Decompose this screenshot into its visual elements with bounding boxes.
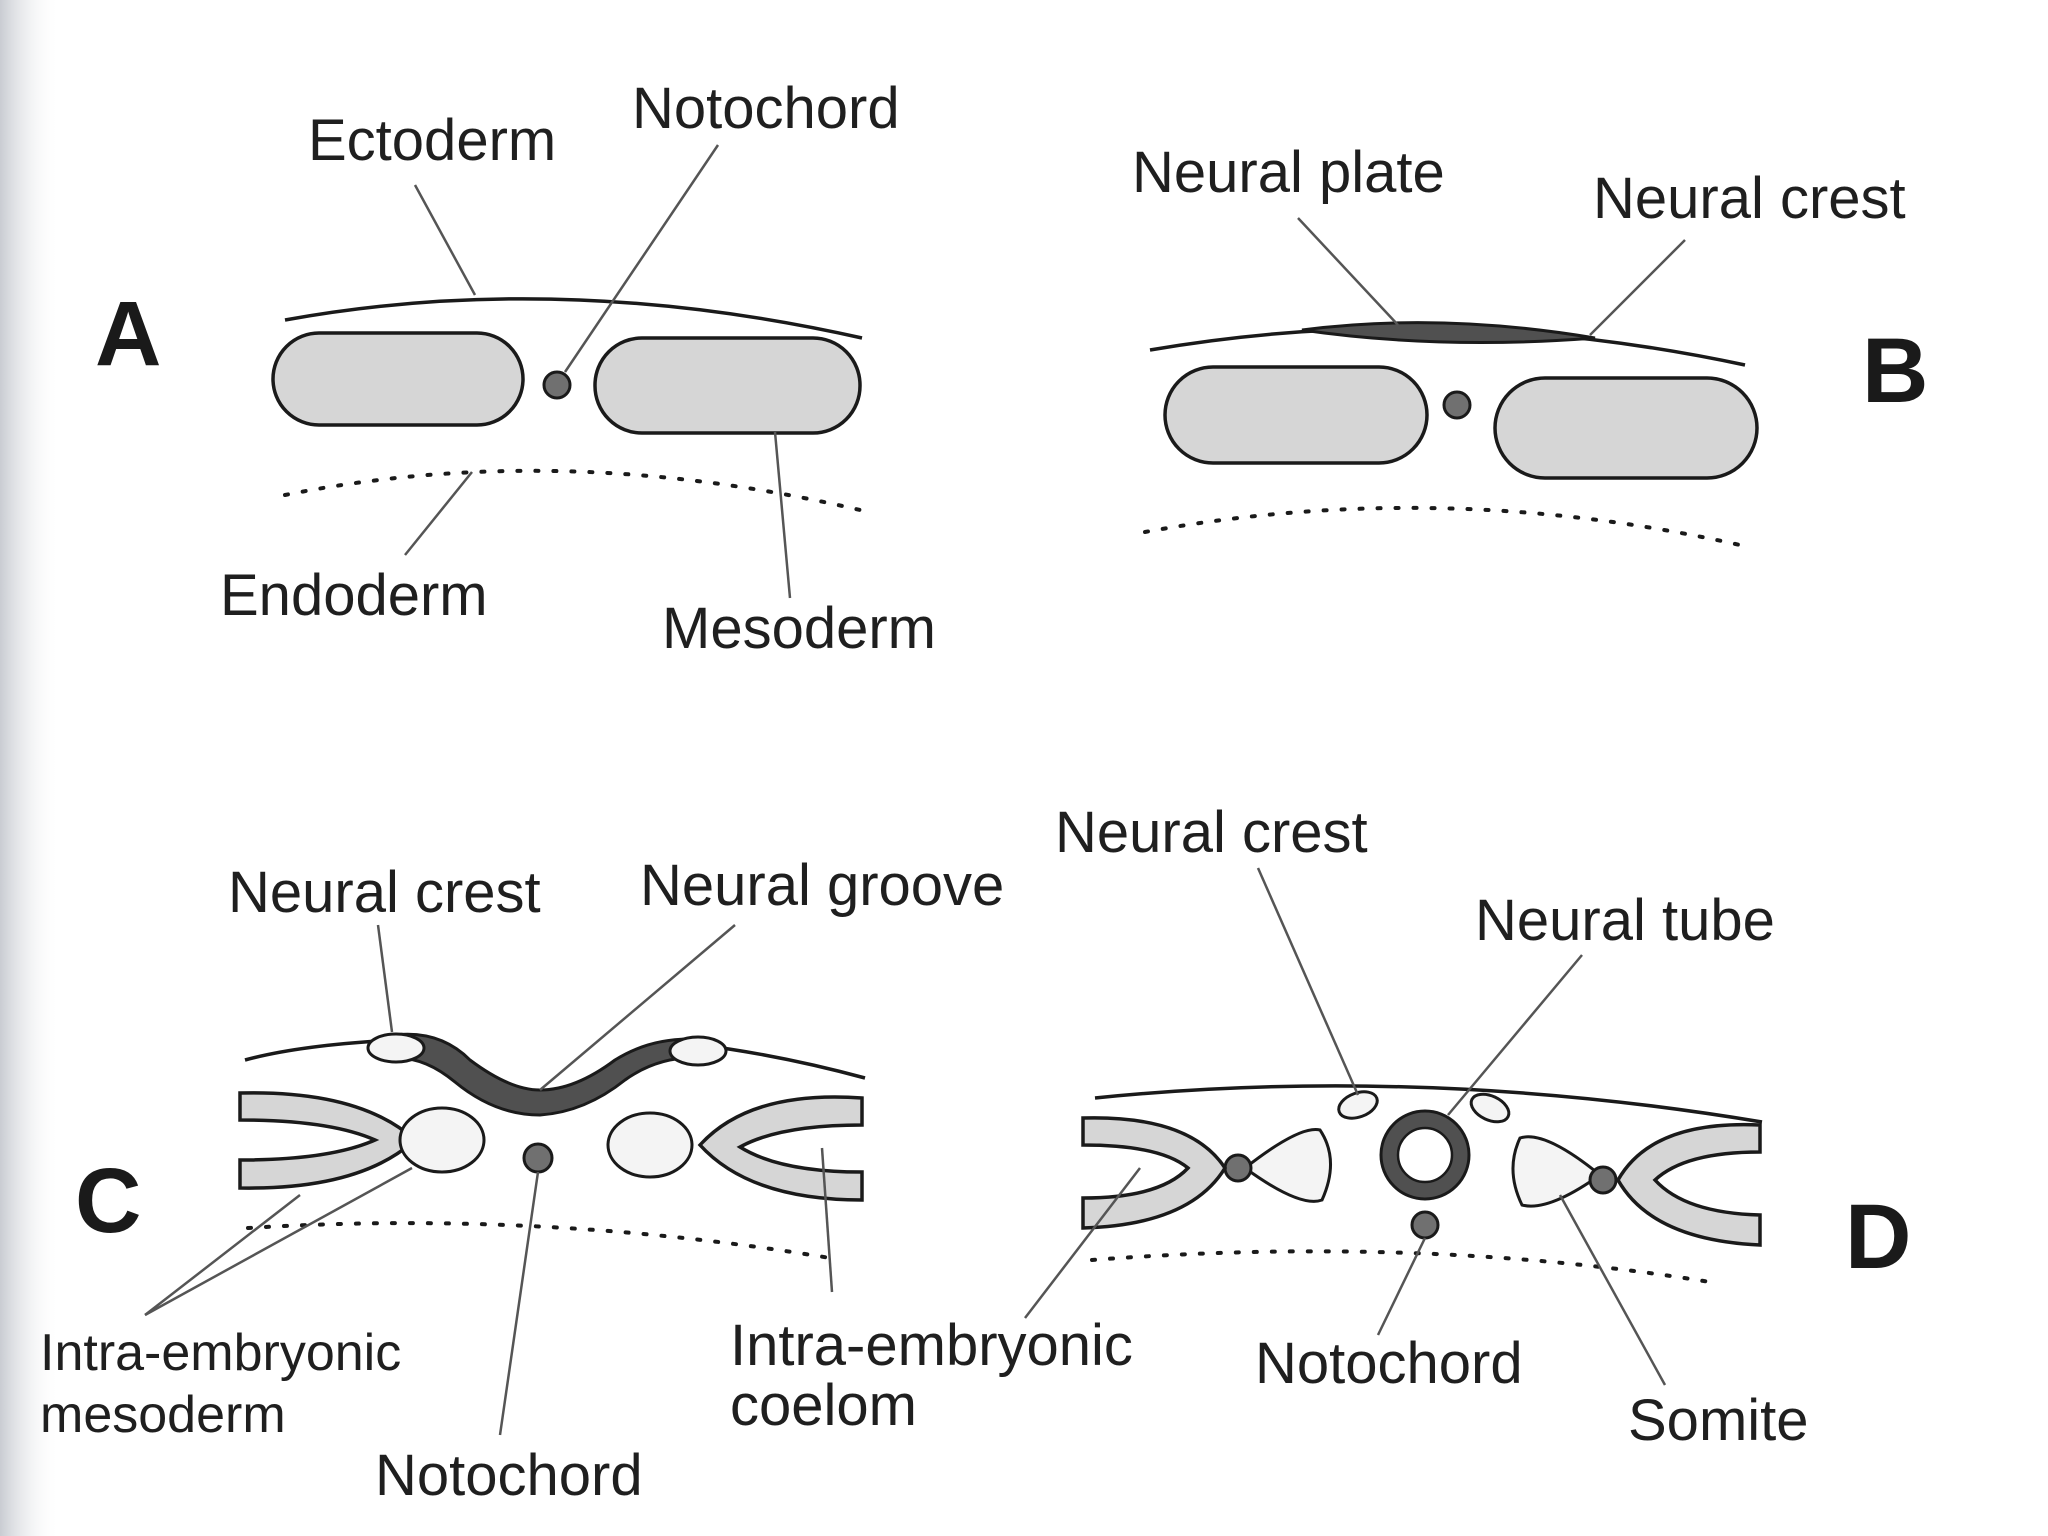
- panel-d-intermediate-left: [1223, 1153, 1253, 1183]
- panel-a-notochord-leader: [563, 144, 720, 373]
- panel-c-neural-crest-leader: [376, 924, 394, 1033]
- panel-c-coelom-label-1: Intra-embryonic: [730, 1313, 1133, 1378]
- panel-c-coelom-label-2: coelom: [730, 1373, 917, 1438]
- panel-d-neural-tube-label: Neural tube: [1475, 888, 1775, 953]
- panel-c: C Neural crest Neural groove Intra-embry…: [40, 853, 1133, 1508]
- panel-c-endoderm-line: [246, 1221, 832, 1260]
- panel-a-endoderm-line: [283, 468, 862, 512]
- panel-d-coelom-leader: [1024, 1167, 1141, 1319]
- panel-c-mesoderm-left: [238, 1091, 418, 1190]
- panel-a-notochord: [542, 370, 572, 400]
- panel-c-neural-groove-shape: [393, 1032, 707, 1117]
- panel-d-lateral-mesoderm-right: [1615, 1122, 1762, 1247]
- panel-a-letter: A: [95, 283, 161, 385]
- panel-c-paraxial-right: [606, 1111, 694, 1179]
- panel-d-neural-tube-lumen: [1396, 1126, 1454, 1184]
- panel-b-mesoderm-left: [1163, 365, 1429, 465]
- panel-c-paraxial-left: [398, 1106, 486, 1174]
- panel-d-somite-right: [1511, 1135, 1603, 1208]
- panel-d-somite-leader: [1558, 1194, 1667, 1386]
- panel-d-ectoderm-line: [1094, 1084, 1763, 1124]
- panel-b-letter: B: [1862, 320, 1928, 422]
- panel-c-neural-crest-right: [668, 1035, 728, 1067]
- panel-b-neural-crest-label: Neural crest: [1593, 166, 1906, 231]
- panel-d-neural-tube-leader: [1447, 954, 1583, 1116]
- panel-a-mesoderm-right: [593, 336, 862, 435]
- panel-c-intra-mesoderm-label-2: mesoderm: [40, 1386, 286, 1444]
- panel-b-neural-plate-leader: [1297, 217, 1399, 326]
- panel-b-mesoderm-right: [1493, 376, 1759, 480]
- panel-c-neural-groove-label: Neural groove: [640, 853, 1004, 918]
- panel-d-notochord: [1410, 1210, 1440, 1240]
- panel-d: D Neural crest Neural tube Notochord Som…: [1024, 800, 1911, 1453]
- panel-b-endoderm-line: [1143, 505, 1742, 547]
- panel-a: A Ectoderm Notochord Endoderm Mesoderm: [95, 76, 936, 661]
- panel-a-ectoderm-leader: [413, 184, 477, 296]
- panel-a-ectoderm-label: Ectoderm: [308, 108, 556, 173]
- panel-a-notochord-label: Notochord: [632, 76, 900, 141]
- panel-c-coelom-leader: [820, 1147, 834, 1293]
- panel-c-neural-crest-label: Neural crest: [228, 860, 541, 925]
- panel-b-notochord: [1442, 390, 1472, 420]
- panel-a-endoderm-label: Endoderm: [220, 563, 488, 628]
- panel-c-intra-mesoderm-label-1: Intra-embryonic: [40, 1324, 401, 1382]
- panel-d-lateral-mesoderm-left: [1081, 1116, 1228, 1230]
- panel-d-somite-label: Somite: [1628, 1388, 1809, 1453]
- panel-d-intermediate-right: [1588, 1165, 1618, 1195]
- panel-a-mesoderm-left: [271, 331, 525, 427]
- panel-c-notochord-leader: [498, 1171, 540, 1436]
- panel-b: B Neural plate Neural crest: [1132, 140, 1928, 547]
- panel-c-neural-crest-left: [366, 1032, 426, 1064]
- panel-d-notochord-leader: [1376, 1237, 1427, 1336]
- panel-c-mesoderm-leader-b: [144, 1166, 413, 1317]
- panel-a-mesoderm-label: Mesoderm: [662, 596, 936, 661]
- panel-b-neural-plate-shape: [1301, 321, 1596, 344]
- panel-c-mesoderm-leader-a: [144, 1194, 301, 1316]
- panel-c-letter: C: [75, 1150, 141, 1252]
- panel-d-neural-crest-label: Neural crest: [1055, 800, 1368, 865]
- panel-d-neural-crest-left: [1337, 1090, 1379, 1120]
- panel-a-endoderm-leader: [404, 471, 473, 556]
- panel-d-neural-crest-leader: [1256, 867, 1360, 1096]
- panel-d-somite-left: [1242, 1127, 1332, 1203]
- panel-c-notochord: [522, 1142, 554, 1174]
- page-shadow: [0, 0, 60, 1536]
- panel-d-notochord-label: Notochord: [1255, 1331, 1523, 1396]
- panel-c-notochord-label: Notochord: [375, 1443, 643, 1508]
- panel-d-letter: D: [1845, 1186, 1911, 1288]
- panel-c-mesoderm-right: [697, 1095, 864, 1202]
- panel-b-neural-plate-label: Neural plate: [1132, 140, 1445, 205]
- panel-b-neural-crest-leader: [1589, 239, 1686, 336]
- panel-c-neural-groove-leader: [539, 924, 736, 1091]
- panel-a-mesoderm-leader: [773, 431, 792, 599]
- panel-d-neural-crest-right: [1469, 1092, 1511, 1124]
- panel-a-ectoderm-line: [284, 297, 863, 340]
- panel-d-endoderm-line: [1090, 1249, 1712, 1284]
